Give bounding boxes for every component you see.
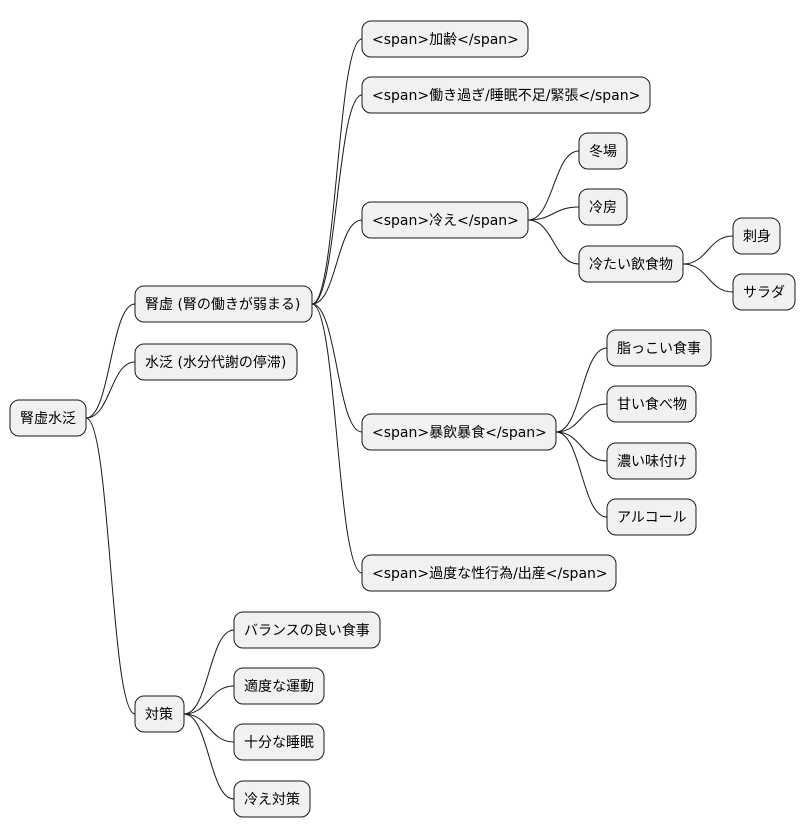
mindmap-node-f-salad: サラダ bbox=[732, 273, 796, 311]
mindmap-node-c-ac: 冷房 bbox=[578, 188, 628, 226]
node-box bbox=[606, 498, 697, 536]
node-label: <span>加齢</span> bbox=[372, 32, 519, 48]
mindmap-node-k-binge: <span>暴飲暴食</span> bbox=[361, 413, 557, 451]
edge-root-to-water bbox=[85, 361, 136, 419]
node-box bbox=[233, 780, 311, 818]
mindmap-node-b-sweet: 甘い食べ物 bbox=[606, 385, 697, 423]
node-box bbox=[606, 385, 697, 423]
mindmap-node-c-winter: 冬場 bbox=[578, 132, 628, 170]
node-label: <span>働き過ぎ/睡眠不足/緊張</span> bbox=[372, 88, 640, 104]
edge-k-cold-to-c-winter bbox=[527, 150, 580, 221]
node-box bbox=[233, 723, 325, 761]
mindmap-node-b-fatty: 脂っこい食事 bbox=[606, 329, 712, 367]
node-label: バランスの良い食事 bbox=[244, 622, 370, 639]
mindmap-nodes: 腎虚水泛 腎虚 (腎の働きが弱まる) <span>加齢</span> <span>働き… bbox=[9, 20, 796, 818]
edge-kidney-to-k-overwork bbox=[311, 94, 363, 305]
mindmap-node-kidney: 腎虚 (腎の働きが弱まる) bbox=[134, 285, 313, 323]
node-box bbox=[732, 217, 781, 255]
edge-k-cold-to-c-food bbox=[527, 219, 580, 265]
mindmap-node-c-food: 冷たい飲食物 bbox=[578, 245, 684, 283]
node-box bbox=[233, 611, 381, 649]
node-label: 十分な睡眠 bbox=[244, 735, 314, 751]
node-box bbox=[361, 76, 651, 114]
node-label: 適度な運動 bbox=[244, 678, 314, 695]
node-box bbox=[9, 399, 87, 437]
edge-measures-to-m-diet bbox=[183, 629, 235, 715]
edge-k-binge-to-b-strong bbox=[555, 431, 608, 462]
node-box bbox=[578, 188, 628, 226]
mindmap-node-k-cold: <span>冷え</span> bbox=[361, 201, 529, 239]
node-box bbox=[361, 413, 557, 451]
mindmap-node-water: 水泛 (水分代謝の停滞) bbox=[134, 343, 298, 381]
mindmap-edges bbox=[85, 38, 734, 800]
edge-kidney-to-k-binge bbox=[311, 303, 363, 433]
edge-c-food-to-f-sashimi bbox=[682, 235, 734, 265]
edge-k-cold-to-c-ac bbox=[527, 206, 580, 221]
node-label: 脂っこい食事 bbox=[617, 340, 701, 357]
node-label: 水泛 (水分代謝の停滞) bbox=[145, 354, 286, 371]
mindmap-node-f-sashimi: 刺身 bbox=[732, 217, 781, 255]
node-label: <span>暴飲暴食</span> bbox=[372, 424, 547, 441]
node-box bbox=[361, 201, 529, 239]
mindmap-node-k-overwork: <span>働き過ぎ/睡眠不足/緊張</span> bbox=[361, 76, 651, 114]
node-label: 冷たい飲食物 bbox=[589, 256, 673, 273]
node-label: 冷え対策 bbox=[244, 791, 300, 808]
mindmap-node-k-age: <span>加齢</span> bbox=[361, 20, 529, 58]
node-box bbox=[233, 667, 325, 705]
node-label: 冷房 bbox=[589, 200, 617, 216]
edge-k-binge-to-b-alcohol bbox=[555, 431, 608, 518]
node-label: 腎虚 (腎の働きが弱まる) bbox=[145, 297, 300, 313]
mindmap-node-m-cold: 冷え対策 bbox=[233, 780, 311, 818]
mindmap-node-m-sleep: 十分な睡眠 bbox=[233, 723, 325, 761]
mindmap-node-root: 腎虚水泛 bbox=[9, 399, 87, 437]
edge-measures-to-m-exercise bbox=[183, 685, 235, 715]
edge-kidney-to-k-excess bbox=[311, 303, 363, 574]
node-box bbox=[134, 285, 313, 323]
node-label: サラダ bbox=[743, 285, 785, 301]
node-label: 腎虚水泛 bbox=[20, 411, 76, 427]
node-box bbox=[732, 273, 796, 311]
mindmap-node-b-alcohol: アルコール bbox=[606, 498, 697, 536]
node-label: 濃い味付け bbox=[617, 454, 687, 470]
edge-kidney-to-k-cold bbox=[311, 219, 363, 305]
node-box bbox=[578, 245, 684, 283]
node-box bbox=[134, 695, 185, 733]
mindmap-node-k-excess: <span>過度な性行為/出産</span> bbox=[361, 554, 617, 592]
node-label: <span>過度な性行為/出産</span> bbox=[372, 566, 608, 582]
edge-k-binge-to-b-fatty bbox=[555, 347, 608, 433]
node-box bbox=[578, 132, 628, 170]
node-label: 冬場 bbox=[589, 144, 617, 160]
edge-root-to-measures bbox=[85, 417, 136, 715]
edge-c-food-to-f-salad bbox=[682, 263, 734, 293]
node-box bbox=[361, 554, 617, 592]
edge-k-binge-to-b-sweet bbox=[555, 403, 608, 433]
node-label: アルコール bbox=[617, 510, 687, 526]
mindmap-node-m-diet: バランスの良い食事 bbox=[233, 611, 381, 649]
node-box bbox=[134, 343, 298, 381]
node-label: 対策 bbox=[145, 706, 173, 723]
node-box bbox=[361, 20, 529, 58]
edge-kidney-to-k-age bbox=[311, 38, 363, 305]
edge-measures-to-m-sleep bbox=[183, 713, 235, 743]
node-label: 刺身 bbox=[743, 229, 771, 245]
mindmap-node-b-strong: 濃い味付け bbox=[606, 442, 697, 480]
edge-root-to-kidney bbox=[85, 303, 136, 419]
edge-measures-to-m-cold bbox=[183, 713, 235, 800]
node-box bbox=[606, 442, 697, 480]
mindmap-node-measures: 対策 bbox=[134, 695, 185, 733]
node-label: <span>冷え</span> bbox=[372, 213, 519, 229]
node-label: 甘い食べ物 bbox=[617, 396, 687, 413]
mindmap-node-m-exercise: 適度な運動 bbox=[233, 667, 325, 705]
node-box bbox=[606, 329, 712, 367]
